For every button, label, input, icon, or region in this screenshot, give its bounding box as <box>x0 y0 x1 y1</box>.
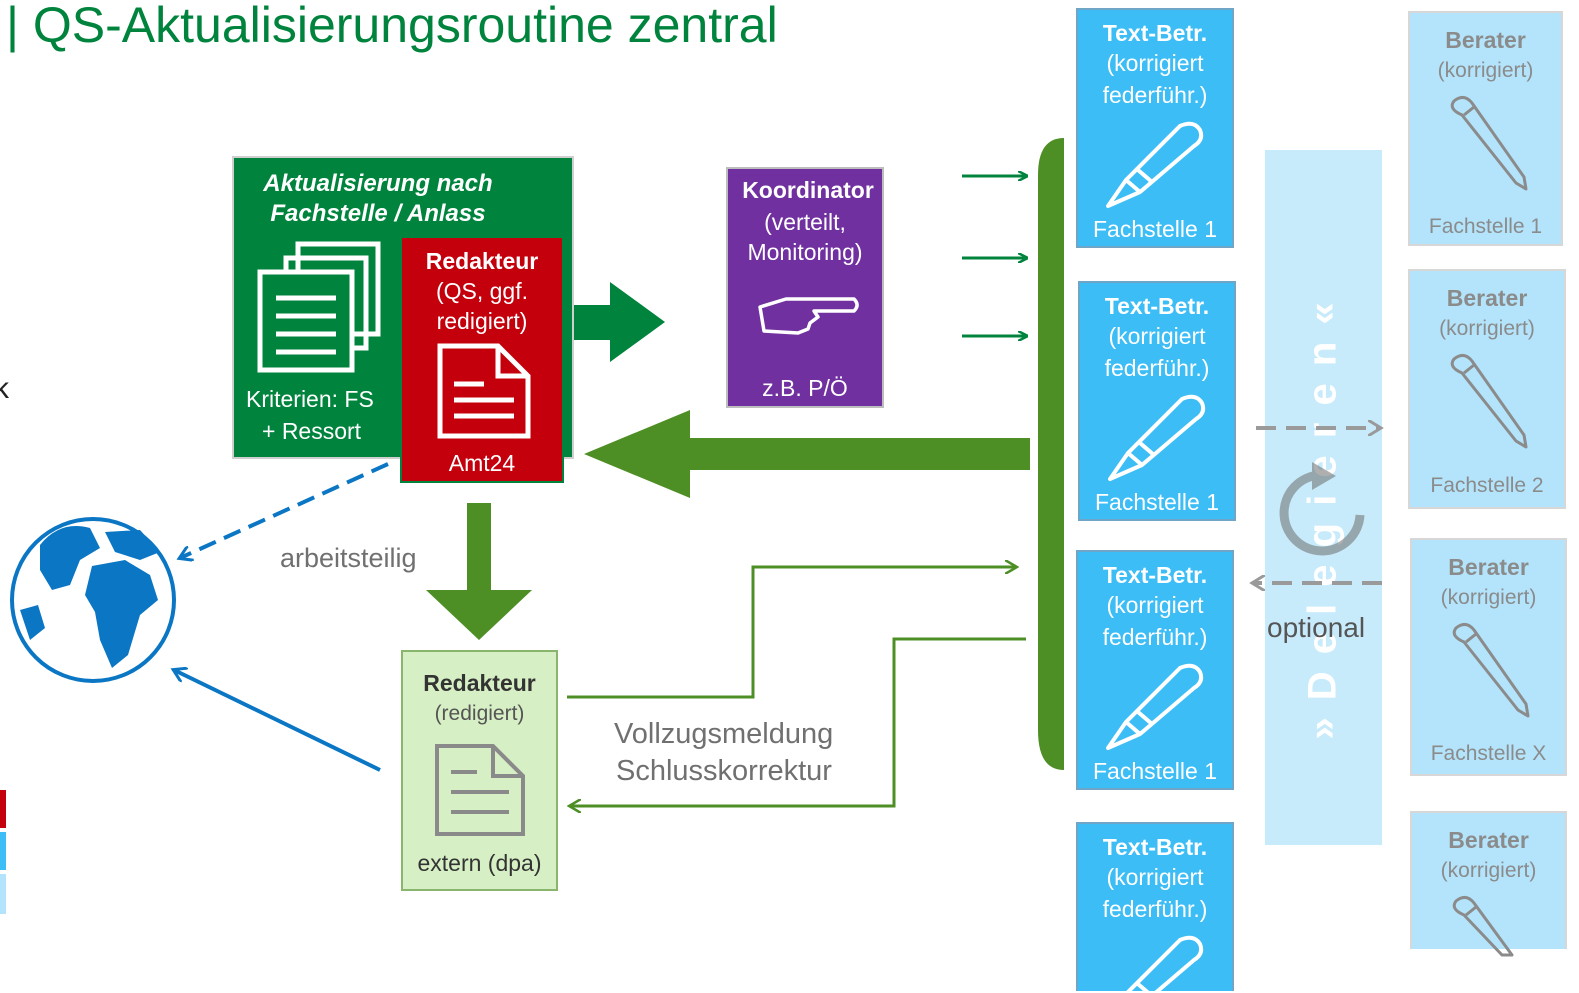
berater-line1: (korrigiert) <box>1440 859 1537 882</box>
text-betr-box: Text-Betr. (korrigiert federführ.) Fachs… <box>1076 550 1234 790</box>
legend-strip-blue <box>0 832 6 870</box>
label-optional: optional <box>1267 612 1366 643</box>
redakteur-extern-footer: extern (dpa) <box>417 850 542 876</box>
text-betr-line2: federführ.) <box>1102 82 1208 108</box>
berater-title: Berater <box>1445 27 1526 53</box>
text-betr-title: Text-Betr. <box>1104 293 1210 319</box>
redakteur-qs-footer: Amt24 <box>448 450 516 476</box>
document-icon-extern <box>435 744 525 836</box>
label-vollzugsmeldung: Vollzugsmeldung <box>614 718 834 750</box>
refresh-cycle-icon <box>1279 462 1365 556</box>
redakteur-extern-line1: (redigiert) <box>434 702 525 725</box>
berater-box: Berater (korrigiert) Fachstelle X <box>1410 538 1567 776</box>
text-betr-line2: federführ.) <box>1102 624 1208 650</box>
koordinator-box: Koordinator (verteilt, Monitoring) z.B. … <box>726 167 884 408</box>
berater-title: Berater <box>1448 554 1529 580</box>
arrow-down-arbeitsteilig <box>426 503 532 640</box>
redakteur-qs-line2: redigiert) <box>436 308 528 334</box>
document-stack-icon <box>257 241 381 373</box>
text-betr-title: Text-Betr. <box>1102 20 1208 46</box>
berater-title: Berater <box>1446 285 1528 311</box>
aktualisierung-title-1: Aktualisierung nach <box>263 170 493 197</box>
text-betr-box: Text-Betr. (korrigiert federführ.) Fachs… <box>1078 281 1236 521</box>
aktualisierung-criteria-1: Kriterien: FS <box>246 386 374 412</box>
text-betr-box: Text-Betr. (korrigiert federführ.) <box>1076 822 1234 993</box>
arrow-extern-to-globe <box>174 670 381 772</box>
pointing-hand-icon <box>758 297 859 335</box>
distribution-bracket <box>1038 138 1064 770</box>
redakteur-qs-title: Redakteur <box>425 248 539 274</box>
pen-icon <box>1450 354 1528 449</box>
label-arbeitsteilig: arbeitsteilig <box>280 543 417 573</box>
redakteur-qs-box: Redakteur (QS, ggf. redigiert) Amt24 <box>400 236 564 483</box>
line-extern-to-bracket <box>567 567 1016 699</box>
text-betr-line1: (korrigiert <box>1106 592 1204 618</box>
globe-icon <box>10 517 176 683</box>
document-icon <box>437 343 531 439</box>
text-betr-footer: Fachstelle 1 <box>1092 758 1217 784</box>
text-betr-title: Text-Betr. <box>1102 834 1208 860</box>
koordinator-line2: Monitoring) <box>747 239 863 265</box>
text-betr-title: Text-Betr. <box>1102 562 1208 588</box>
koordinator-title: Koordinator <box>742 177 874 203</box>
pen-icon <box>1452 623 1530 718</box>
legend-strip-pale <box>0 874 6 914</box>
aktualisierung-criteria-2: + Ressort <box>262 418 362 444</box>
text-betr-footer: Fachstelle 1 <box>1094 489 1219 515</box>
text-betr-box: Text-Betr. (korrigiert federführ.) Fachs… <box>1076 8 1234 248</box>
pen-icon <box>1124 935 1204 993</box>
text-betr-footer: Fachstelle 1 <box>1092 216 1217 242</box>
text-betr-line2: federführ.) <box>1102 896 1208 922</box>
text-betr-line1: (korrigiert <box>1106 864 1204 890</box>
pen-icon <box>1452 896 1514 957</box>
redakteur-extern-title: Redakteur <box>423 670 536 696</box>
aktualisierung-title-2: Fachstelle / Anlass <box>270 200 486 227</box>
berater-footer: Fachstelle X <box>1430 742 1547 765</box>
arrow-dashed-to-globe <box>180 462 389 558</box>
berater-box: Berater (korrigiert) Fachstelle 2 <box>1408 269 1566 509</box>
text-betr-line2: federführ.) <box>1104 355 1210 381</box>
arrow-to-koordinator <box>570 282 665 362</box>
pen-icon <box>1106 663 1204 750</box>
berater-footer: Fachstelle 2 <box>1430 474 1544 497</box>
page-title: | QS-Aktualisierungsroutine zentral <box>6 0 778 53</box>
line-bracket-to-extern <box>570 637 1026 806</box>
berater-line1: (korrigiert) <box>1439 317 1535 340</box>
left-edge-fragment: k <box>0 372 9 405</box>
berater-line1: (korrigiert) <box>1440 586 1537 609</box>
arrow-back-to-redakteur <box>584 410 1030 498</box>
berater-title: Berater <box>1448 827 1529 853</box>
koordinator-footer: z.B. P/Ö <box>762 375 848 401</box>
redakteur-extern-box: Redakteur (redigiert) extern (dpa) <box>401 650 558 891</box>
text-betr-line1: (korrigiert <box>1106 50 1204 76</box>
berater-footer: Fachstelle 1 <box>1428 215 1543 238</box>
pen-icon <box>1450 96 1528 191</box>
legend-strip-red <box>0 790 6 828</box>
koordinator-line1: (verteilt, <box>764 209 846 235</box>
pen-icon <box>1106 121 1204 208</box>
berater-box: Berater (korrigiert) Fachstelle 1 <box>1408 11 1563 246</box>
redakteur-qs-line1: (QS, ggf. <box>435 278 529 304</box>
label-schlusskorrektur: Schlusskorrektur <box>616 755 832 787</box>
berater-line1: (korrigiert) <box>1437 59 1534 82</box>
pen-icon <box>1108 394 1206 481</box>
berater-box: Berater (korrigiert) <box>1410 811 1567 957</box>
text-betr-line1: (korrigiert <box>1108 323 1206 349</box>
